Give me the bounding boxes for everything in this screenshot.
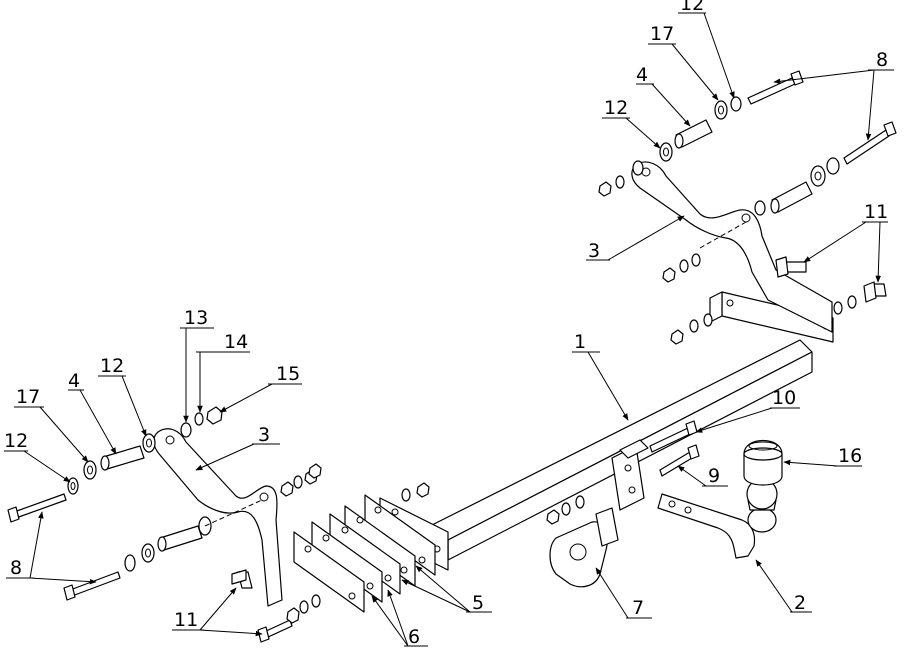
callout-17-right: 17 (650, 23, 674, 45)
callout-11-left: 11 (174, 609, 198, 631)
callout-3-left: 3 (258, 424, 270, 446)
callout-4-left: 4 (68, 370, 80, 392)
socket-plate (549, 507, 619, 588)
callout-16: 16 (838, 445, 862, 467)
callout-5: 5 (472, 592, 484, 614)
callout-15: 15 (276, 363, 300, 385)
nut-stacks (206, 175, 857, 624)
leader-lines (4, 12, 894, 647)
callout-12-far-left: 12 (4, 430, 28, 452)
callout-14: 14 (224, 331, 248, 353)
assembly-axis-lines (204, 221, 747, 527)
left-side-bracket (153, 428, 283, 607)
callout-10: 10 (772, 387, 796, 409)
callout-3-right: 3 (588, 240, 600, 262)
callout-8-left: 8 (10, 557, 22, 579)
ball-cap (743, 440, 783, 486)
callout-12-right: 12 (604, 97, 628, 119)
callout-12-left: 12 (100, 355, 124, 377)
short-bolts (231, 256, 887, 643)
callout-labels: 1 2 3 3 4 4 5 6 7 8 8 9 10 11 11 12 12 1… (4, 0, 888, 648)
ballmount-bracket (611, 420, 700, 511)
callout-12-top: 12 (680, 0, 704, 15)
spacer-plates (293, 494, 436, 613)
callout-11-right: 11 (864, 201, 888, 223)
spacer-tubes (100, 119, 813, 552)
callout-2: 2 (794, 592, 806, 614)
callout-13: 13 (184, 307, 208, 329)
long-bolts (7, 70, 897, 601)
callout-4-right: 4 (636, 64, 648, 86)
washers (67, 96, 840, 572)
callout-9: 9 (708, 465, 720, 487)
callout-8-right: 8 (876, 49, 888, 71)
callout-7: 7 (632, 597, 644, 619)
callout-17-left: 17 (16, 386, 40, 408)
callout-1: 1 (574, 331, 586, 353)
tow-ball-neck (657, 478, 778, 559)
callout-6: 6 (408, 626, 420, 648)
